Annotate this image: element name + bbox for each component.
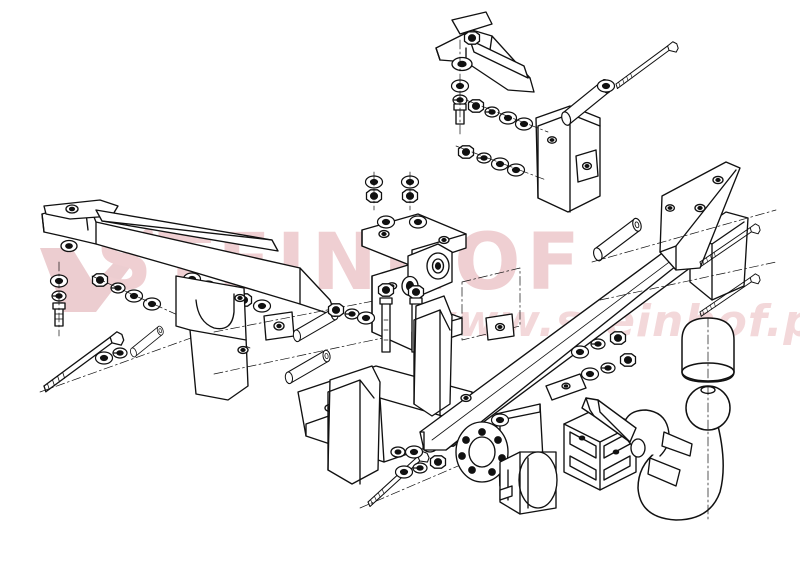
hardware-cluster-centre-left [327, 303, 376, 325]
part-right-spacer-sleeve [586, 216, 649, 263]
part-square-spacer-lower [485, 313, 515, 341]
part-square-spacer-upper [263, 311, 295, 341]
part-detachable-tow-ball-arm [581, 317, 735, 521]
hardware-cluster-upper-b [455, 145, 547, 181]
part-left-vertical-gusset-plate [175, 275, 249, 401]
part-centre-ball-mount-plate [327, 295, 453, 485]
part-right-triangular-gusset-plate [659, 161, 741, 271]
part-centre-pivot-boss [401, 243, 453, 297]
hardware-cluster-upper-a [465, 99, 549, 133]
part-left-side-mounting-arm [41, 199, 337, 317]
part-flat-strap-bracket [545, 373, 587, 401]
steinhof-swoosh-icon [40, 224, 154, 312]
part-seven-pin-electrical-socket [499, 451, 558, 515]
hardware-stack-left-end [49, 261, 69, 337]
hardware-top-bolt [608, 40, 685, 89]
projection-guide-box [461, 267, 521, 341]
hardware-cluster-beam-mid [460, 393, 510, 427]
part-right-side-mounting-arm [435, 11, 535, 93]
part-upper-angle-bracket [535, 105, 601, 213]
hardware-stack-upper-left [450, 39, 470, 135]
part-spacer-sleeve-lower [281, 349, 334, 385]
